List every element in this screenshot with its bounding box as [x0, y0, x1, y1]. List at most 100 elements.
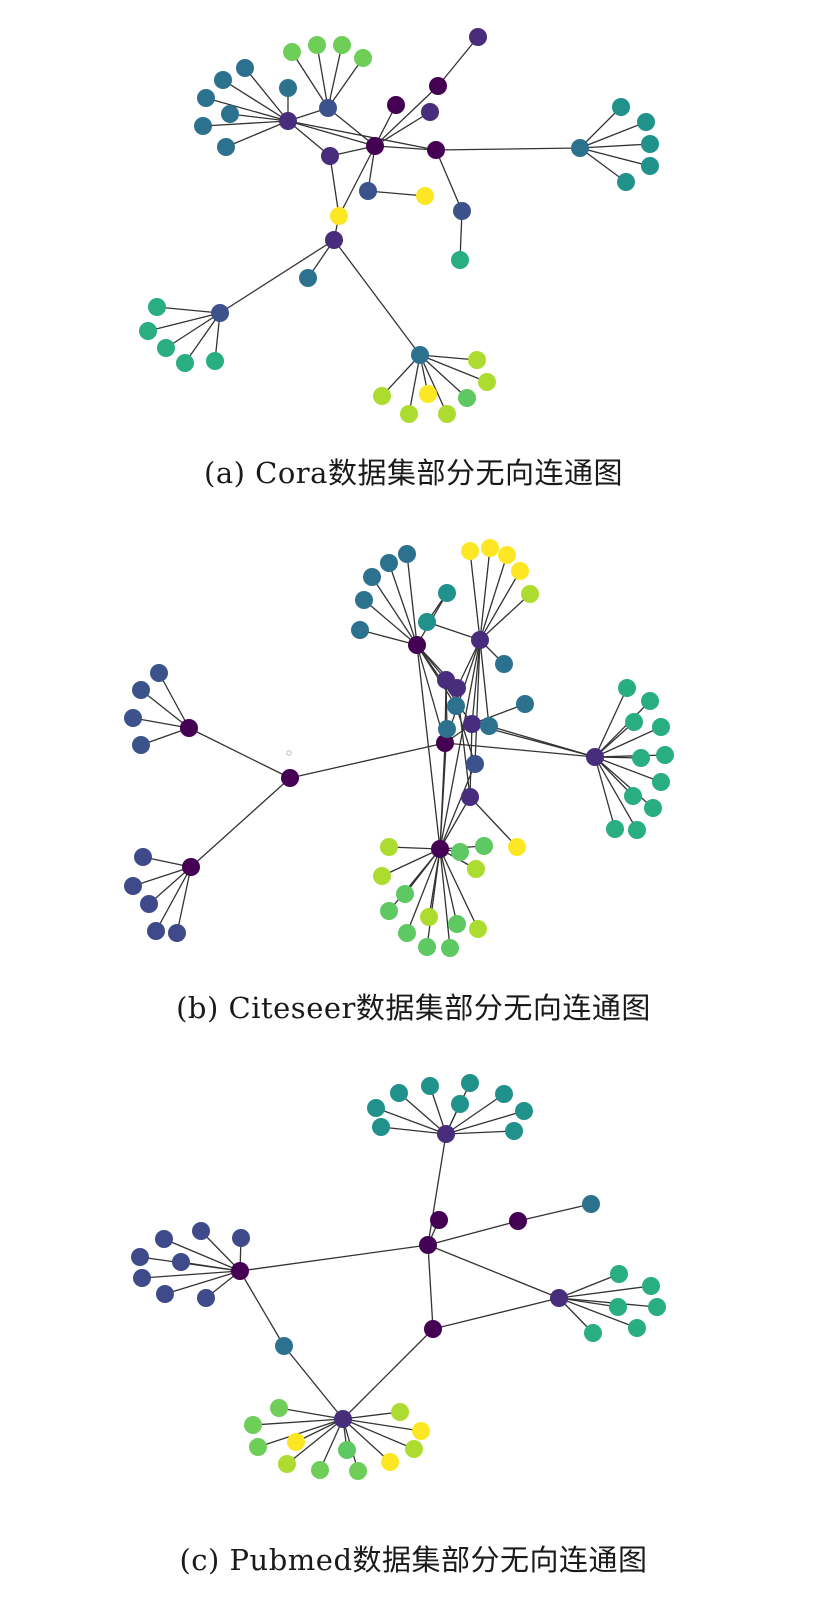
graph-node [648, 1298, 666, 1316]
graph-edge [594, 756, 654, 809]
graph-node [430, 1211, 448, 1229]
graph-node [420, 908, 438, 926]
graph-node [418, 613, 436, 631]
graph-edge [283, 1345, 344, 1420]
graph-node [334, 1410, 352, 1428]
graph-node [351, 621, 369, 639]
graph-node [380, 554, 398, 572]
graph-node [451, 251, 469, 269]
graph-node [642, 1277, 660, 1295]
graph-edge [140, 689, 190, 729]
graph-edge [374, 85, 439, 147]
graph-node [148, 298, 166, 316]
graph-node [429, 77, 447, 95]
graph-edge [319, 1418, 344, 1471]
graph-node [652, 773, 670, 791]
graph-node [380, 902, 398, 920]
graph-node [609, 1298, 627, 1316]
graph-edge [225, 120, 289, 148]
graph-node [281, 769, 299, 787]
graph-node [176, 354, 194, 372]
graph-node [131, 1248, 149, 1266]
graph-node [641, 157, 659, 175]
graph-node [157, 339, 175, 357]
graph-node [521, 585, 539, 603]
graph-node [150, 664, 168, 682]
graph-node [366, 137, 384, 155]
graph-node [411, 346, 429, 364]
graph-node [217, 138, 235, 156]
graph-node [279, 79, 297, 97]
graph-node [424, 1320, 442, 1338]
graph-edge [419, 354, 488, 383]
graph-node [461, 542, 479, 560]
graph-edge [479, 639, 490, 727]
graph-node [412, 1422, 430, 1440]
graph-edge [479, 570, 521, 641]
graph-node [421, 103, 439, 121]
graph-node [610, 1265, 628, 1283]
graph-edge [471, 639, 481, 725]
graph-node [495, 1085, 513, 1103]
graph-edge [594, 756, 662, 783]
graph-edge [342, 1418, 422, 1432]
graph-node [400, 405, 418, 423]
graph-node [372, 1118, 390, 1136]
graph-edge [594, 726, 662, 758]
graph-edge [439, 848, 451, 949]
graph-edge [398, 1092, 447, 1135]
graph-marker [286, 750, 292, 756]
graph-node [652, 718, 670, 736]
graph-edge [180, 1261, 241, 1272]
graph-node [132, 681, 150, 699]
graph-node [363, 568, 381, 586]
graph-node [475, 837, 493, 855]
graph-edge [239, 1270, 285, 1347]
graph-edge [359, 629, 418, 646]
graph-node [321, 147, 339, 165]
graph-edge [287, 120, 376, 147]
cora-nodes [139, 28, 659, 423]
graph-node [124, 709, 142, 727]
graph-node [466, 755, 484, 773]
graph-node [396, 885, 414, 903]
graph-edge [445, 1130, 515, 1135]
graph-edge [200, 1230, 241, 1272]
graph-edge [488, 725, 596, 758]
graph-node [182, 858, 200, 876]
graph-node [359, 182, 377, 200]
graph-node [618, 679, 636, 697]
graph-node [516, 695, 534, 713]
graph-edge [579, 147, 627, 183]
graph-edge [445, 1110, 525, 1135]
graph-node [438, 405, 456, 423]
graph-edge [244, 67, 289, 122]
graph-edge [316, 44, 329, 109]
graph-node [448, 915, 466, 933]
graph-node [390, 1084, 408, 1102]
graph-node [206, 352, 224, 370]
graph-node [287, 1433, 305, 1451]
graph-node [437, 1125, 455, 1143]
graph-node [381, 1453, 399, 1471]
graph-edge [132, 717, 190, 729]
graph-edge [558, 1297, 658, 1308]
graph-node [467, 860, 485, 878]
graph-edge [406, 848, 441, 934]
graph-node [283, 43, 301, 61]
graph-node [461, 1074, 479, 1092]
graph-edge [469, 796, 518, 848]
graph-edge [342, 1328, 434, 1420]
graph-edge [148, 866, 192, 905]
graph-edge [479, 593, 531, 641]
graph-edge [419, 354, 448, 415]
graph-node [419, 385, 437, 403]
graph-node [628, 821, 646, 839]
graph-node [405, 1440, 423, 1458]
graph-node [448, 679, 466, 697]
graph-edge [222, 79, 289, 122]
graph-node [168, 924, 186, 942]
graph-node [451, 1095, 469, 1113]
graph-node [172, 1253, 190, 1271]
